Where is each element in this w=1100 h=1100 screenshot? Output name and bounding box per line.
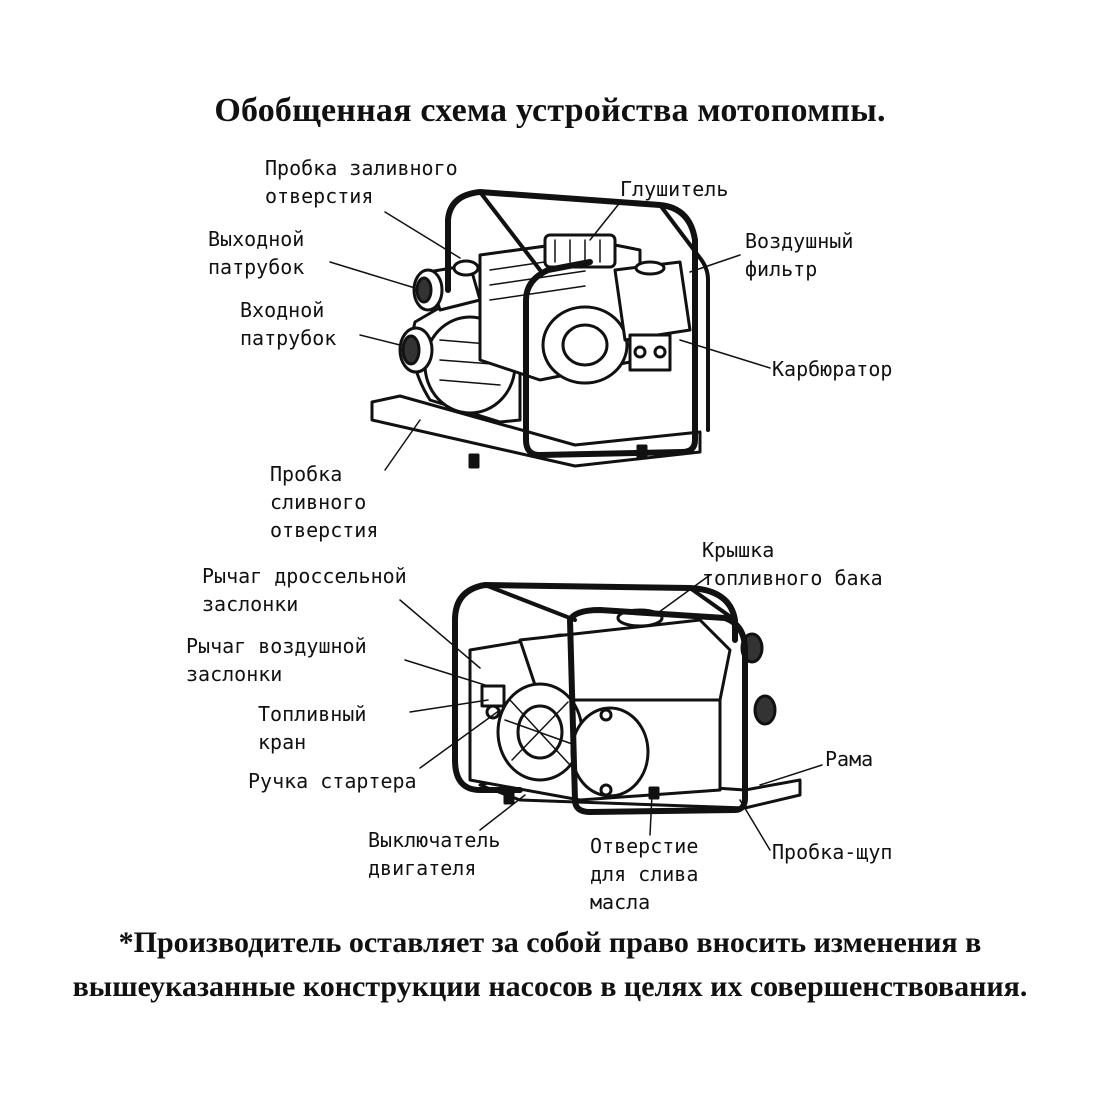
label-choke-lever: Рычаг воздушной заслонки [186, 634, 367, 686]
label-oil-drain: Отверстие для слива масла [590, 834, 699, 914]
label-outlet-port: Выходной патрубок [208, 227, 305, 279]
bottom-leader-lines [399, 574, 823, 851]
top-pump-drawing [370, 189, 710, 469]
label-fuel-valve: Топливный кран [258, 702, 367, 754]
label-starter-handle: Ручка стартера [248, 769, 417, 793]
label-inlet-port: Входной патрубок [240, 298, 337, 350]
label-throttle-lever: Рычаг дроссельной заслонки [202, 564, 407, 616]
label-fuel-cap: Крышка топливного бака [702, 538, 883, 590]
footer-note-line-2: вышеуказанные конструкции насосов в целя… [72, 970, 1028, 1003]
label-carburetor: Карбюратор [772, 357, 893, 381]
label-fill-plug: Пробка заливного отверстия [265, 156, 458, 208]
label-drain-plug: Пробка сливного отверстия [270, 462, 379, 542]
bottom-pump-drawing [452, 582, 802, 815]
footer-note-line-1: *Производитель оставляет за собой право … [118, 926, 982, 959]
label-engine-switch: Выключатель двигателя [368, 828, 501, 880]
label-frame: Рама [825, 747, 874, 771]
page-title: Обобщенная схема устройства мотопомпы. [214, 92, 886, 129]
top-leader-lines [329, 199, 771, 471]
label-air-filter: Воздушный фильтр [745, 229, 854, 281]
label-dipstick: Пробка-щуп [772, 840, 893, 864]
label-muffler: Глушитель [620, 177, 729, 201]
